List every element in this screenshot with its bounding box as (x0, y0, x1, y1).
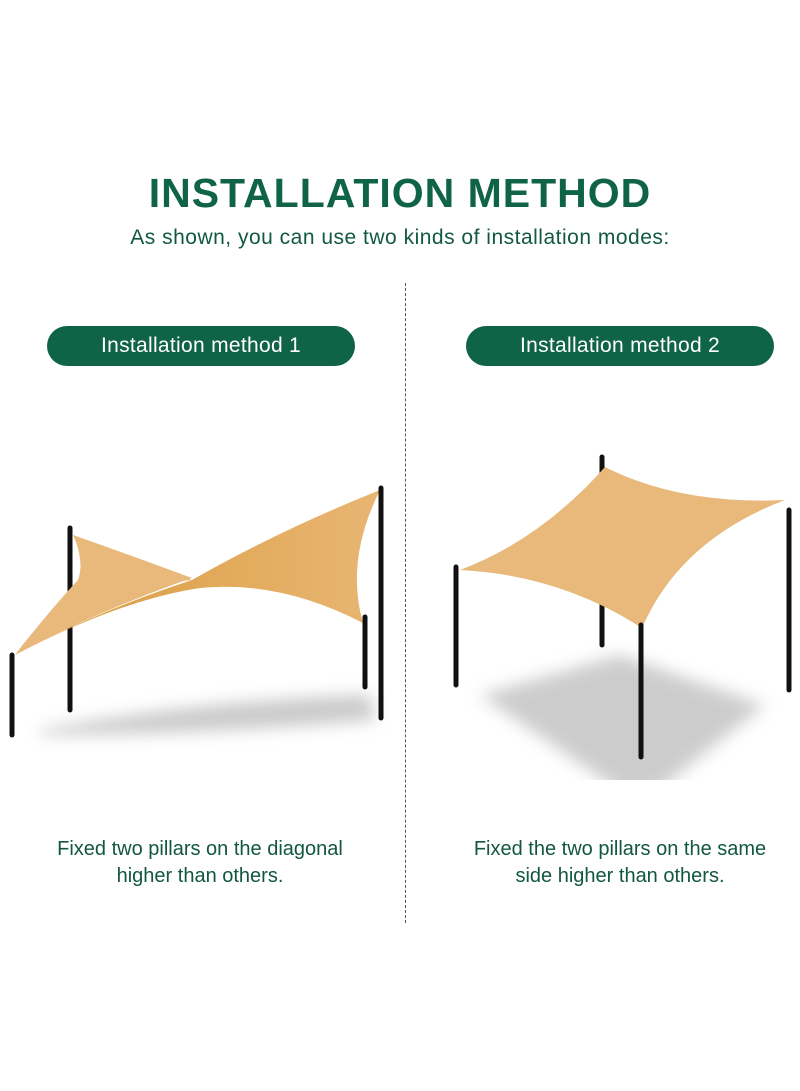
method-1-label: Installation method 1 (47, 326, 355, 366)
shadow (40, 695, 375, 735)
caption-line: Fixed the two pillars on the same (473, 838, 767, 860)
caption-line: side higher than others. (515, 865, 725, 887)
method-2-label: Installation method 2 (466, 326, 774, 366)
method-2-caption: Fixed the two pillars on the same side h… (430, 836, 800, 890)
page-title: INSTALLATION METHOD (148, 170, 652, 216)
shade-sail-illustrations (9, 454, 792, 780)
page-subtitle: As shown, you can use two kinds of insta… (130, 226, 670, 249)
caption-line: Fixed two pillars on the diagonal (57, 838, 343, 860)
method-1-caption: Fixed two pillars on the diagonal higher… (10, 836, 390, 890)
diagonal-sail-illustration (9, 485, 384, 738)
sail-front (15, 490, 380, 655)
caption-line: higher than others. (116, 865, 284, 887)
sail (460, 467, 785, 628)
sail-left (15, 535, 192, 655)
dashed-divider (405, 283, 406, 923)
same-side-sail-illustration (453, 454, 792, 780)
shadow (480, 655, 765, 780)
